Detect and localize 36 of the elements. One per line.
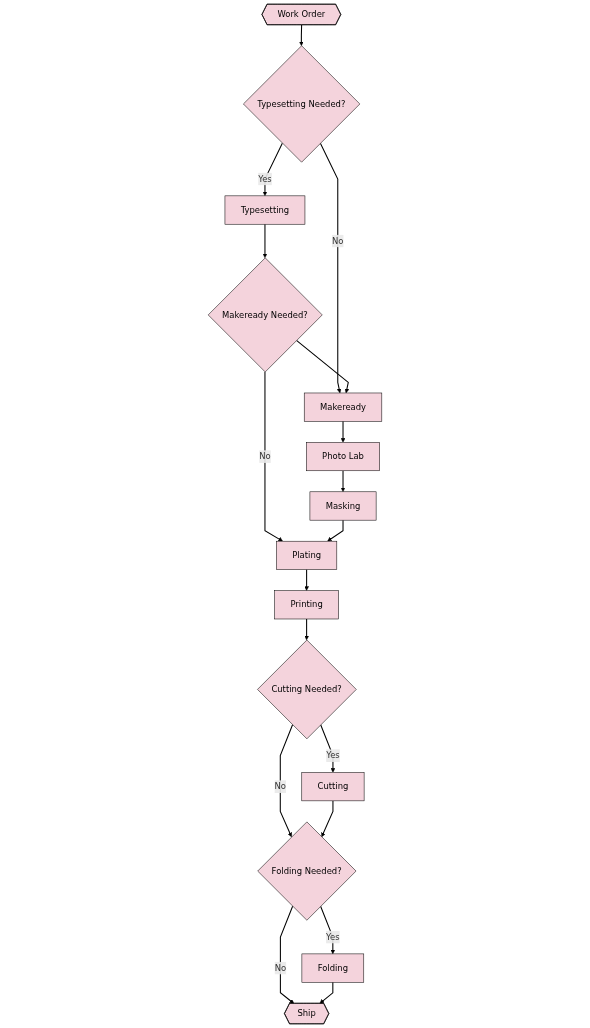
node-box: Typesetting (224, 195, 306, 225)
arrow (279, 905, 295, 1004)
edge-label: No (274, 962, 287, 973)
node-box: Plating (276, 540, 338, 570)
arrow (320, 905, 336, 955)
arrow (340, 470, 346, 492)
arrow (264, 371, 283, 542)
arrow (262, 142, 283, 197)
edge-label: No (259, 451, 271, 462)
node-box: Printing (274, 590, 339, 620)
edge-label: Yes (326, 750, 340, 761)
arrow (327, 519, 344, 542)
edge-label: Yes (326, 931, 340, 942)
node-box: Cutting (301, 772, 365, 802)
node-box: Makeready (303, 392, 383, 422)
arrow (299, 24, 304, 46)
arrow (320, 724, 336, 773)
node-box: Photo Lab (306, 442, 380, 472)
node-box: Masking (309, 491, 377, 521)
arrow (319, 142, 342, 394)
arrow (262, 223, 268, 259)
node-diamond: Makeready Needed? (207, 257, 323, 373)
arrow (319, 981, 334, 1004)
node-diamond: Typesetting Needed? (243, 45, 361, 163)
edge-label: No (332, 235, 344, 246)
node-diamond: Folding Needed? (257, 821, 357, 921)
edge-label: Yes (258, 173, 272, 184)
arrow (340, 420, 346, 443)
arrow (304, 569, 309, 591)
arrow (279, 724, 294, 838)
arrow (304, 618, 309, 641)
arrow (321, 800, 334, 838)
node-diamond: Cutting Needed? (257, 639, 357, 740)
node-box: Folding (301, 953, 365, 983)
arrow (295, 339, 350, 394)
edge-label: No (274, 781, 287, 792)
